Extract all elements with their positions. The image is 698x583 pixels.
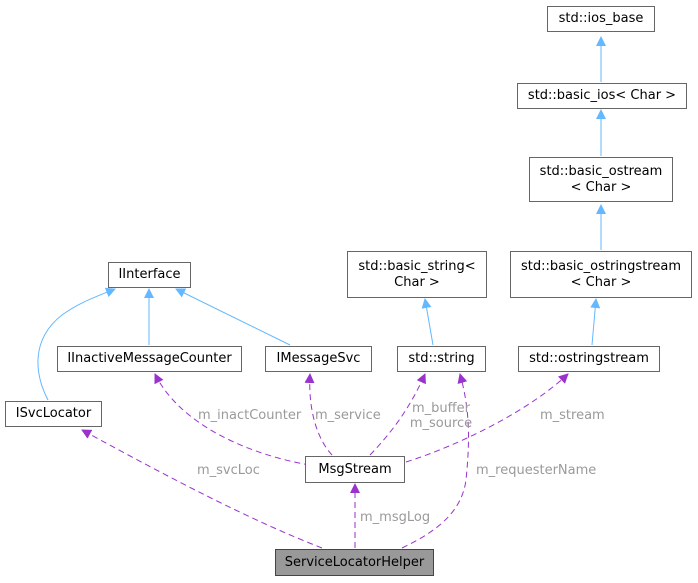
node-ios-base[interactable]: std::ios_base [547, 6, 655, 32]
edge-msgstream-to-iinactive [154, 373, 311, 466]
node-iinactive-message-counter[interactable]: IInactiveMessageCounter [57, 346, 242, 372]
node-basic-ostream[interactable]: std::basic_ostream < Char > [529, 157, 673, 202]
node-std-string[interactable]: std::string [397, 346, 486, 372]
node-imessagesvc[interactable]: IMessageSvc [265, 346, 372, 372]
node-ostringstream[interactable]: std::ostringstream [518, 346, 660, 372]
node-basic-ostringstream[interactable]: std::basic_ostringstream < Char > [510, 251, 692, 298]
label-m-buffer-m-source: m_buffer m_source [409, 401, 473, 431]
node-msgstream[interactable]: MsgStream [305, 456, 405, 483]
label-m-stream: m_stream [540, 408, 605, 423]
edge-helper-to-string [401, 373, 469, 549]
edge-helper-to-isvclocator [81, 429, 323, 549]
node-iinterface[interactable]: IInterface [108, 262, 191, 288]
label-m-service: m_service [315, 408, 381, 423]
label-m-svcloc: m_svcLoc [197, 463, 260, 478]
edge-msgstream-to-ostringstream [405, 373, 569, 463]
label-m-inact-counter: m_inactCounter [198, 408, 302, 423]
node-service-locator-helper[interactable]: ServiceLocatorHelper [275, 549, 434, 576]
edge-string-to-basic-string [421, 298, 434, 346]
edge-ostringstream-to-basic-ostringstream [590, 298, 601, 346]
edge-isvclocator-to-iinterface [37, 287, 116, 401]
node-isvclocator[interactable]: ISvcLocator [5, 401, 102, 427]
label-m-requester-name: m_requesterName [476, 463, 597, 478]
node-basic-ios[interactable]: std::basic_ios< Char > [517, 83, 687, 109]
edge-msgstream-to-imessagesvc [304, 373, 333, 456]
node-basic-string[interactable]: std::basic_string< Char > [347, 251, 487, 298]
edge-imessagesvc-to-iinterface [175, 288, 291, 346]
label-m-msglog: m_msgLog [360, 510, 431, 525]
